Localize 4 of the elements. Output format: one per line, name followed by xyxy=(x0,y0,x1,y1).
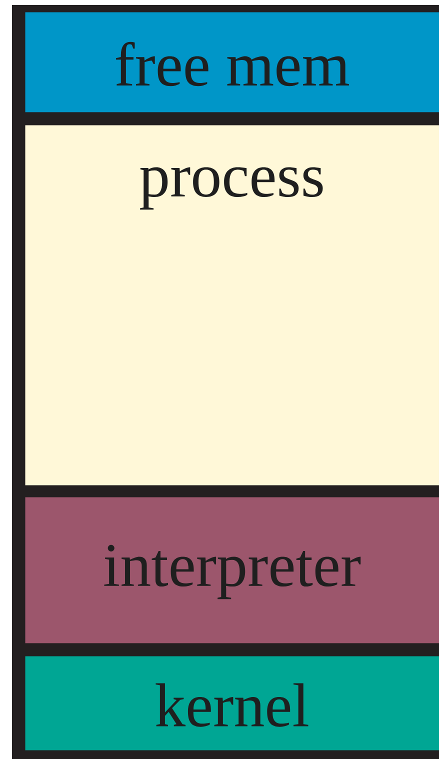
memory-region-box: kernel xyxy=(25,656,439,750)
memory-region-box: free mem xyxy=(25,12,439,112)
memory-region-box: interpreter xyxy=(25,497,439,644)
memory-region-box: process xyxy=(25,125,439,486)
